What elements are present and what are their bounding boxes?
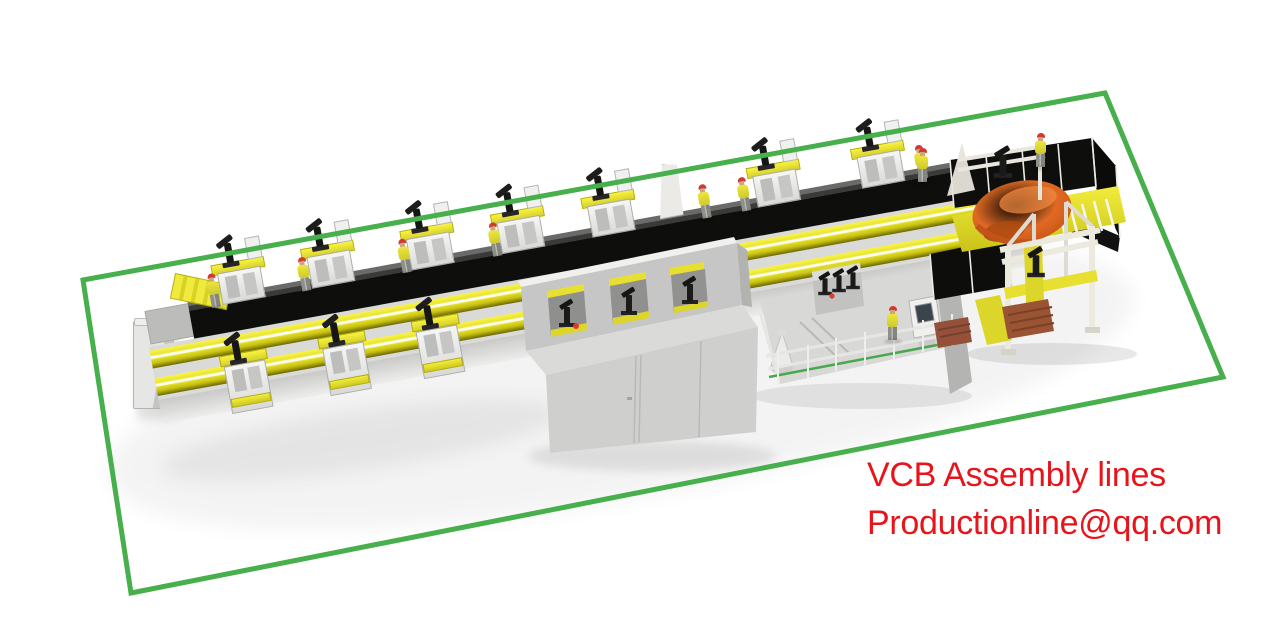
red-part (573, 323, 579, 329)
gantry-yellow-beam (1004, 270, 1098, 299)
green-border-frame (80, 90, 1227, 596)
caption-contact: Productionline@qq.com (867, 504, 1223, 542)
caption-title: VCB Assembly lines (867, 456, 1166, 494)
enclosure-front-doors (546, 327, 758, 453)
cell-robot-bench (812, 259, 864, 315)
worker-figure (916, 148, 929, 183)
door-seams (633, 340, 702, 444)
robot-enclosure-room (518, 237, 758, 453)
door-handle (627, 397, 632, 400)
worker-figure (886, 306, 899, 341)
floor-tracks (799, 317, 851, 359)
console-screen (914, 302, 935, 324)
wooden-pallet (934, 317, 972, 348)
enclosure-side-wall (737, 243, 752, 307)
station-row-shadow (161, 399, 559, 481)
red-part (829, 293, 835, 299)
coil-unload-station (929, 137, 1126, 355)
enclosure-floor (526, 305, 758, 375)
caption-block: VCB Assembly lines Productionline@qq.com (867, 451, 1222, 547)
cell-fence (757, 307, 953, 382)
wooden-pallet (1002, 299, 1055, 339)
worker-figure (1034, 133, 1047, 168)
enclosure-top-lip (518, 237, 737, 287)
